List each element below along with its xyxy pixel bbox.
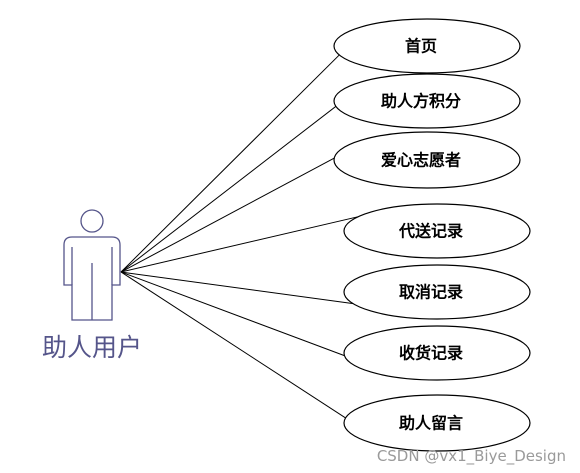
use-case-label: 代送记录	[398, 222, 463, 241]
use-case-list: 首页 助人方积分 爱心志愿者 代送记录 取消记录 收货记录 助人留言	[333, 18, 531, 452]
use-case-volunteers[interactable]: 爱心志愿者	[333, 131, 521, 189]
use-case-ellipse	[343, 203, 531, 259]
association-lines	[120, 26, 378, 439]
actor-figure: 助人用户	[42, 209, 142, 362]
use-case-ellipse	[333, 73, 521, 129]
association-line	[120, 271, 378, 439]
association-line	[120, 271, 378, 308]
use-case-receipt-records[interactable]: 收货记录	[343, 325, 531, 381]
use-case-label: 助人方积分	[381, 92, 461, 111]
use-case-ellipse	[333, 131, 521, 189]
use-case-delivery-records[interactable]: 代送记录	[343, 203, 531, 259]
use-case-ellipse	[333, 18, 521, 74]
use-case-ellipse	[343, 264, 531, 320]
use-case-cancel-records[interactable]: 取消记录	[343, 264, 531, 320]
watermark: CSDN @vx1_Biye_Design	[377, 447, 566, 466]
actor-label: 助人用户	[42, 333, 142, 362]
use-case-home[interactable]: 首页	[333, 18, 521, 74]
use-case-label: 收货记录	[399, 344, 463, 363]
association-line	[120, 271, 378, 369]
use-case-label: 取消记录	[399, 283, 463, 302]
association-line	[120, 140, 368, 273]
use-case-label: 助人留言	[399, 414, 463, 433]
association-line	[120, 211, 378, 273]
association-line	[120, 26, 368, 273]
use-case-ellipse	[343, 325, 531, 381]
association-line	[120, 81, 368, 273]
use-case-helper-points[interactable]: 助人方积分	[333, 73, 521, 129]
actor-head	[80, 209, 104, 233]
use-case-label: 首页	[405, 37, 437, 56]
use-case-ellipse	[343, 394, 531, 452]
use-case-messages[interactable]: 助人留言	[343, 394, 531, 452]
use-case-label: 爱心志愿者	[381, 151, 461, 170]
